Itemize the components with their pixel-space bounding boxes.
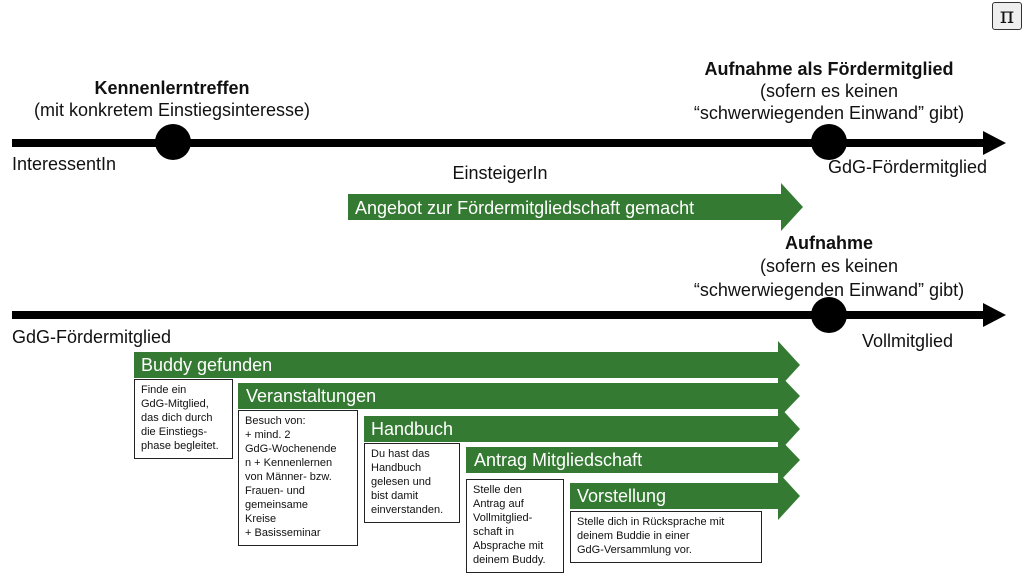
step-arrow-2 — [238, 373, 800, 419]
timeline2-event-subtitle-2: “schwerwiegenden Einwand” gibt) — [693, 280, 965, 300]
step-label-4: Antrag Mitgliedschaft — [474, 450, 643, 470]
timeline1-arrowhead — [983, 131, 1006, 155]
step-note-1: Finde ein GdG-Mitglied, das dich durch d… — [134, 379, 233, 459]
step-label-2: Veranstaltungen — [246, 386, 377, 406]
timeline1-milestone-2 — [811, 124, 847, 160]
step-label-3: Handbuch — [371, 419, 454, 439]
timeline2-milestone — [811, 297, 847, 333]
offer-arrow-shape — [348, 183, 803, 231]
timeline2-arrowhead — [983, 303, 1006, 327]
step-arrow-1 — [134, 341, 800, 389]
event1-subtitle: (mit konkretem Einstiegsinteresse) — [33, 100, 311, 120]
step-note-4: Stelle den Antrag auf Vollmitglied- scha… — [466, 479, 564, 573]
timeline2-event-title: Aufnahme — [784, 233, 874, 253]
event2-subtitle-1: (sofern es keinen — [759, 81, 899, 101]
step-note-3: Du hast das Handbuch gelesen und bist da… — [364, 443, 460, 523]
step-label-1: Buddy gefunden — [141, 355, 273, 375]
pi-logo-icon: π — [992, 2, 1022, 30]
timeline1-milestone-1 — [155, 124, 191, 160]
timeline1-end-label: GdG-Fördermitglied — [828, 157, 988, 177]
event2-title: Aufnahme als Fördermitglied — [704, 59, 954, 79]
step-label-5: Vorstellung — [577, 486, 667, 506]
step-arrow-3 — [364, 405, 800, 453]
event2-subtitle-2: “schwerwiegenden Einwand” gibt) — [693, 103, 965, 123]
timeline2-line — [12, 311, 987, 319]
event1-title: Kennenlerntreffen — [94, 78, 250, 98]
timeline1-start-label: InteressentIn — [12, 154, 117, 174]
step-arrow-5 — [570, 472, 800, 520]
timeline1-line — [12, 139, 987, 147]
step-arrow-4 — [466, 437, 800, 483]
timeline2-event-subtitle-1: (sofern es keinen — [759, 256, 899, 276]
offer-arrow-label: Angebot zur Fördermitgliedschaft gemacht — [355, 198, 695, 218]
timeline1-middle-label: EinsteigerIn — [452, 163, 548, 183]
timeline2-start-label: GdG-Fördermitglied — [12, 327, 172, 347]
step-note-5: Stelle dich in Rücksprache mit deinem Bu… — [570, 511, 762, 563]
step-note-2: Besuch von: + mind. 2 GdG-Wochenende n +… — [238, 410, 358, 546]
timeline2-end-label: Vollmitglied — [862, 331, 954, 351]
